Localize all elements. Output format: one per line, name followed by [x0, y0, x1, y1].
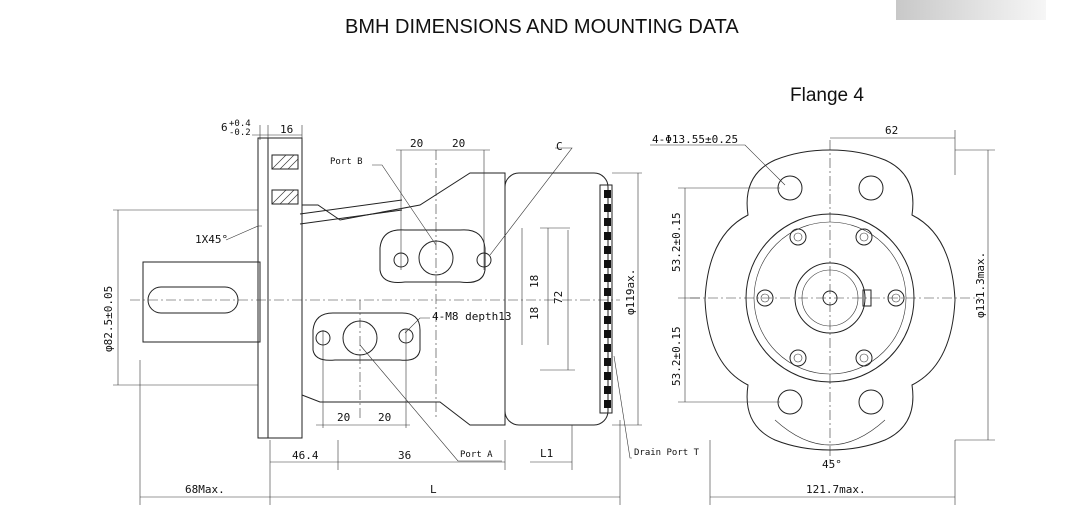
shaft-max-length: 68Max.: [185, 483, 225, 496]
dim-18-top: 18: [528, 275, 541, 288]
corner-shade: [896, 0, 1046, 20]
mounting-holes: [777, 175, 884, 415]
flange-width: 16: [280, 123, 293, 136]
holes-spec: 4-Φ13.55±0.25: [652, 133, 738, 146]
dim-46-4: 46.4: [292, 449, 319, 462]
flange-tolerance: 6: [221, 121, 228, 134]
dim-18-bottom: 18: [528, 307, 541, 320]
port-a-label: Port A: [460, 450, 493, 460]
front-flange-outline: [704, 149, 956, 451]
dim-36: 36: [398, 449, 411, 462]
top-spacing-1: 20: [410, 137, 423, 150]
page-title: BMH DIMENSIONS AND MOUNTING DATA: [345, 16, 739, 38]
flange-label: Flange 4: [790, 85, 864, 106]
c-label: C: [556, 140, 563, 153]
body-diameter: φ119ax.: [624, 269, 637, 315]
angle-label: 45°: [822, 458, 842, 471]
port-b-boss: [379, 229, 486, 283]
motor-housing: [301, 172, 506, 426]
drain-port-label: Drain Port T: [634, 448, 700, 458]
rear-cap-ribs: [604, 190, 611, 408]
upper-half-dimension: 53.2±0.15: [670, 212, 683, 272]
bottom-spacing-2: 20: [378, 411, 391, 424]
overall-length: L: [430, 483, 437, 496]
dim-72: 72: [552, 291, 565, 304]
lower-half-dimension: 53.2±0.15: [670, 326, 683, 386]
bolt-heads: [756, 228, 905, 367]
front-diameter-max: φ131.3max.: [974, 252, 987, 318]
width-max: 121.7max.: [806, 483, 866, 496]
output-shaft: [142, 261, 261, 343]
bolt-spacing: 62: [885, 124, 898, 137]
side-view: [113, 125, 642, 505]
thread-label: 4-M8 depth13: [432, 310, 511, 323]
flange-tolerance-lower: -0.2: [229, 128, 251, 138]
bottom-spacing-1: 20: [337, 411, 350, 424]
rear-housing: [504, 172, 609, 426]
flange-section-hatch: [271, 154, 299, 170]
chamfer-label: 1X45°: [195, 233, 228, 246]
port-a-boss: [312, 312, 421, 361]
top-spacing-2: 20: [452, 137, 465, 150]
flange-body: [267, 137, 303, 439]
flange-tolerance-upper: +0.4: [229, 119, 251, 129]
pilot-diameter: φ82.5±0.05: [102, 286, 115, 352]
front-view: [650, 130, 995, 505]
port-b-label: Port B: [330, 157, 363, 167]
dim-l1: L1: [540, 447, 553, 460]
